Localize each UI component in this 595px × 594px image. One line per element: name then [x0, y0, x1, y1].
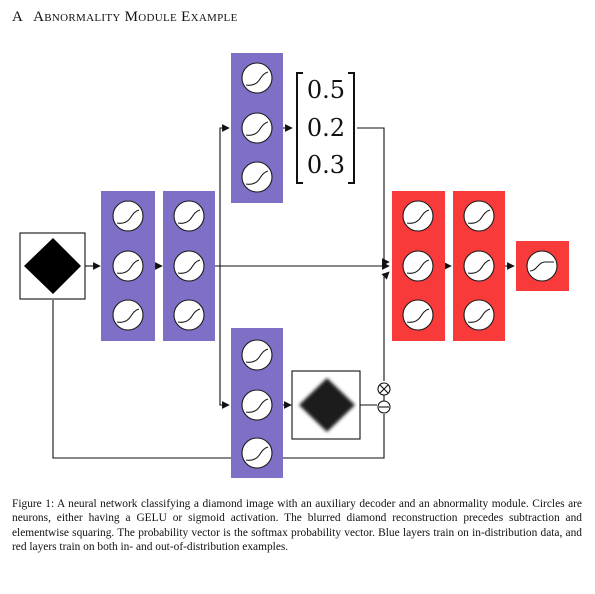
output-layer: [516, 241, 569, 291]
edge-probability-vector-to-abnormality: [357, 127, 390, 266]
neuron: [526, 250, 558, 282]
neuron: [463, 299, 495, 331]
neuron: [241, 62, 273, 94]
input-diamond-image: [19, 232, 86, 300]
diamond-shape: [24, 238, 81, 294]
figure-caption: Figure 1: A neural network classifying a…: [12, 498, 582, 554]
network-diagram: 0.5 0.2 0.3: [19, 53, 569, 478]
gelu-curve-icon: [406, 259, 430, 274]
classifier-layer: [231, 53, 283, 203]
gelu-curve-icon: [406, 308, 430, 323]
gelu-curve-icon: [245, 446, 269, 461]
encoder-layer-2: [163, 191, 215, 341]
neuron: [463, 250, 495, 282]
gelu-curve-icon: [177, 259, 201, 274]
elementwise-square-icon: [377, 382, 391, 396]
gelu-curve-icon: [116, 259, 140, 274]
sigmoid-curve-icon: [529, 261, 554, 272]
neuron: [173, 250, 205, 282]
probability-value: 0.5: [307, 76, 345, 104]
probability-vector: 0.5 0.2 0.3: [296, 72, 355, 184]
gelu-curve-icon: [406, 209, 430, 224]
section-title: Abnormality Module Example: [33, 9, 238, 25]
abnormality-layer-2: [453, 191, 505, 341]
neuron: [463, 200, 495, 232]
edge-skip-input-to-subtract: [52, 300, 385, 459]
gelu-curve-icon: [245, 170, 269, 185]
gelu-curve-icon: [116, 209, 140, 224]
left-bracket: [296, 72, 303, 184]
neuron: [402, 250, 434, 282]
gelu-curve-icon: [245, 71, 269, 86]
gelu-curve-icon: [245, 348, 269, 363]
edge-layer2-to-decoder: [219, 266, 230, 409]
gelu-curve-icon: [245, 121, 269, 136]
neuron: [241, 339, 273, 371]
subtraction-icon: [377, 400, 391, 414]
section-letter: A: [12, 9, 24, 25]
decoder-layer: [231, 328, 283, 478]
neuron: [402, 200, 434, 232]
gelu-curve-icon: [245, 398, 269, 413]
reconstruction-image: [291, 370, 361, 440]
encoder-layer-1: [101, 191, 155, 341]
neuron: [241, 389, 273, 421]
neuron: [173, 299, 205, 331]
edge-layer2-to-classifier: [215, 124, 230, 267]
neuron: [241, 437, 273, 469]
gelu-curve-icon: [177, 308, 201, 323]
edge-operators-to-abnormality: [381, 271, 390, 381]
abnormality-layer-1: [392, 191, 445, 341]
neuron: [402, 299, 434, 331]
neuron: [241, 112, 273, 144]
neuron: [173, 200, 205, 232]
neuron: [112, 299, 144, 331]
probability-value: 0.2: [307, 114, 345, 142]
gelu-curve-icon: [467, 209, 491, 224]
neuron: [112, 200, 144, 232]
neuron: [241, 161, 273, 193]
gelu-curve-icon: [467, 259, 491, 274]
neuron: [112, 250, 144, 282]
gelu-curve-icon: [177, 209, 201, 224]
gelu-curve-icon: [467, 308, 491, 323]
section-heading: A Abnormality Module Example: [12, 9, 238, 26]
gelu-curve-icon: [116, 308, 140, 323]
right-bracket: [348, 72, 355, 184]
probability-value: 0.3: [307, 151, 345, 179]
blurred-diamond-shape: [299, 378, 355, 432]
connection-edges: [52, 124, 515, 459]
